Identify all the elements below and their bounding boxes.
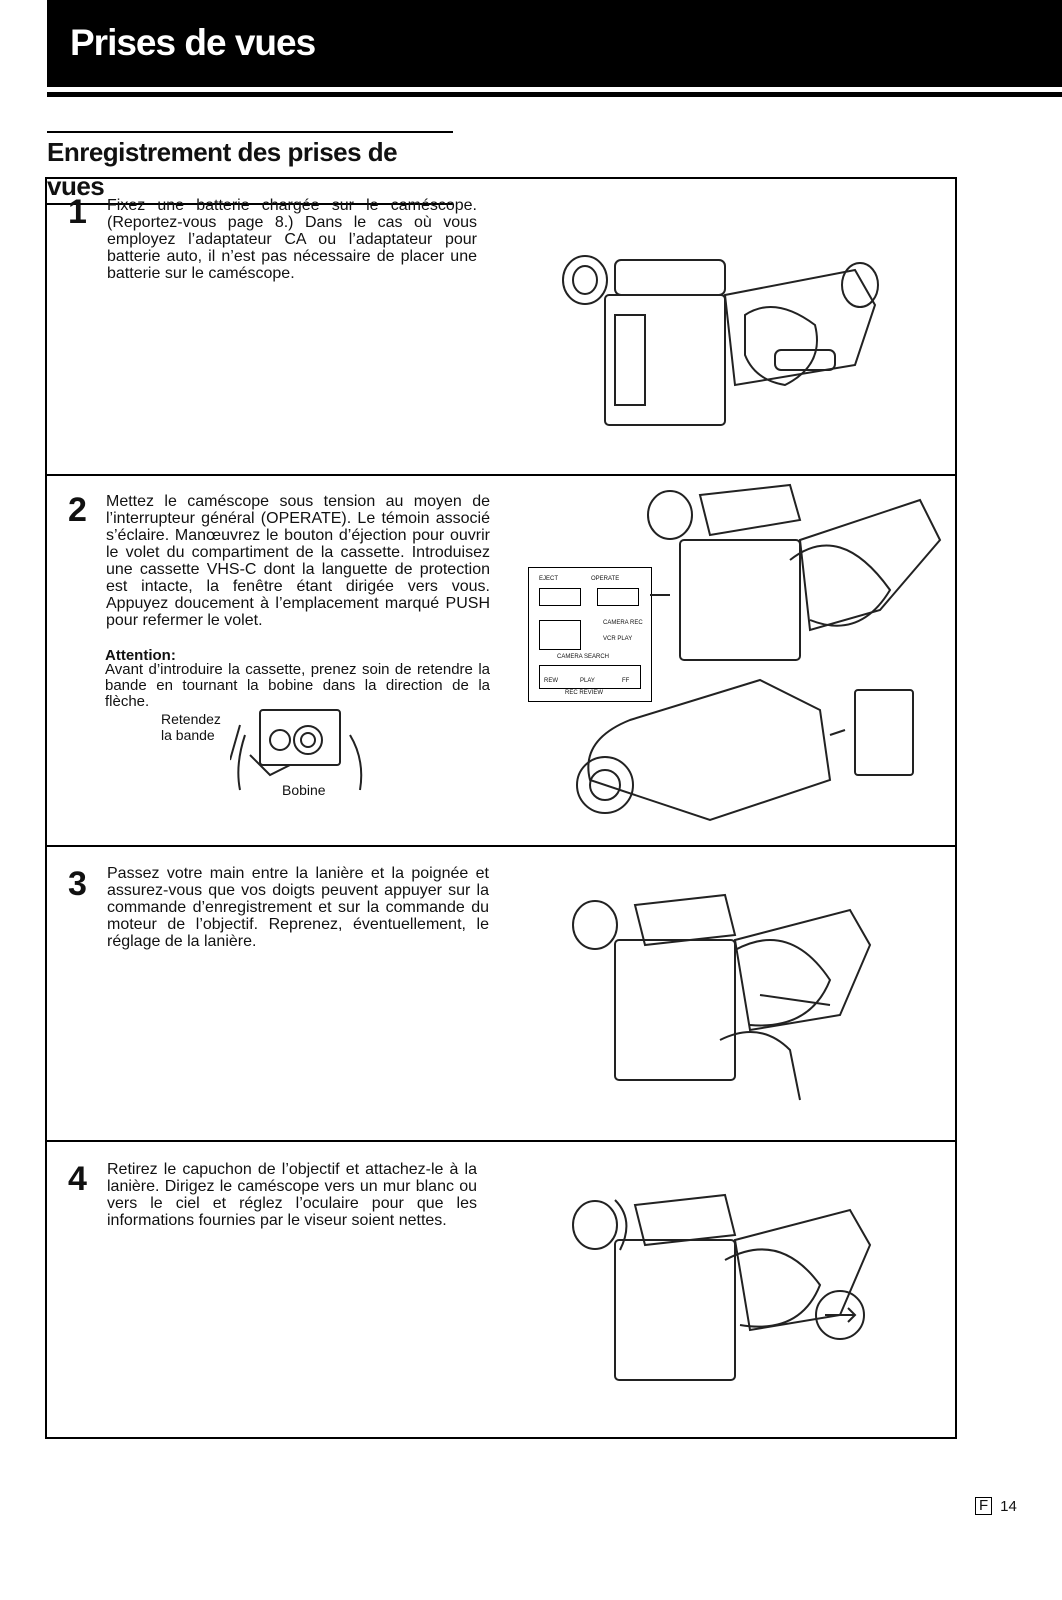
- figure-label: Bobine: [282, 782, 326, 798]
- eject-label: EJECT: [539, 576, 559, 582]
- ff-label: FF: [622, 678, 630, 684]
- step-number: 1: [68, 193, 87, 231]
- step-number: 2: [68, 491, 87, 529]
- camcorder-illustration: [562, 255, 879, 426]
- step-divider: [45, 474, 957, 476]
- step-divider: [45, 845, 957, 847]
- control-panel-diagram: EJECT OPERATE CAMERA REC VCR PLAY CAMERA…: [528, 567, 652, 702]
- rec-review-label: REC REVIEW: [565, 690, 604, 696]
- lens-cap-illustration: [572, 1193, 872, 1381]
- step-text: Passez votre main entre la lanière et la…: [107, 865, 489, 950]
- step-number: 3: [68, 865, 87, 903]
- vcr-play-label: VCR PLAY: [603, 636, 633, 642]
- figure-label: Retendez la bande: [161, 711, 221, 743]
- rew-label: REW: [544, 678, 558, 684]
- attention-text: Avant d’introduire la cassette, prenez s…: [105, 661, 490, 710]
- camera-rec-label: CAMERA REC: [603, 620, 643, 626]
- operate-switch: [597, 588, 639, 606]
- camcorder-insertion-illustration: [576, 483, 942, 822]
- camera-search-label: CAMERA SEARCH: [557, 654, 610, 660]
- attention-label: Attention:: [105, 647, 176, 664]
- language-badge: F: [975, 1497, 993, 1515]
- hand-on-grip-illustration: [572, 893, 872, 1101]
- play-label: PLAY: [580, 678, 595, 684]
- step-text: Retirez le capuchon de l’objectif et att…: [107, 1161, 477, 1229]
- operate-label: OPERATE: [591, 576, 620, 582]
- step-number: 4: [68, 1160, 87, 1198]
- header-bar: [47, 0, 1062, 87]
- steps-frame: [45, 177, 957, 1439]
- step-text: Mettez le caméscope sous tension au moye…: [106, 493, 490, 629]
- transport-buttons: REW PLAY FF: [539, 665, 641, 689]
- page-title: Prises de vues: [70, 22, 316, 63]
- cassette-illustration: [230, 709, 363, 791]
- eject-button: [539, 588, 581, 606]
- step-divider: [45, 1140, 957, 1142]
- header-rule: [47, 92, 1062, 97]
- page-number: F 14: [975, 1497, 1017, 1515]
- page-number-value: 14: [1000, 1497, 1017, 1515]
- slot: [539, 620, 581, 650]
- section-title: Enregistrement des prises de vues: [47, 131, 453, 205]
- step-text: Fixez une batterie chargée sur le camésc…: [107, 197, 477, 282]
